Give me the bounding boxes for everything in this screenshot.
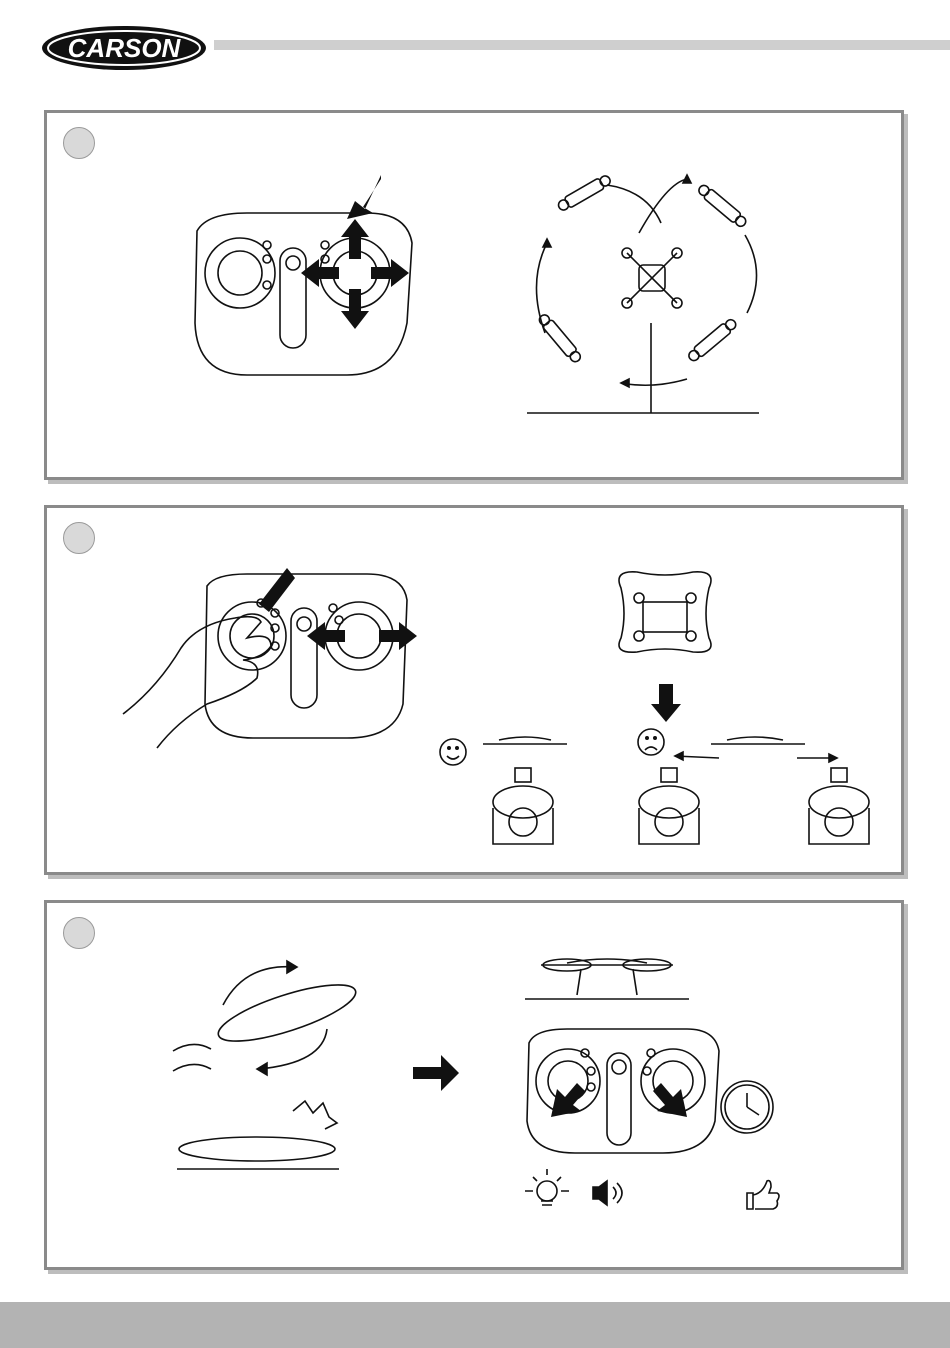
controller-illustration [527, 1029, 719, 1153]
drone-top-view [619, 572, 711, 652]
drones-and-pilots [483, 737, 869, 844]
trim-arrows [259, 568, 681, 722]
clock-icon [721, 1081, 773, 1133]
trim-illustration [47, 508, 901, 872]
face-icons [440, 729, 664, 765]
panel-calibration [44, 900, 904, 1270]
thumbs-up-icon [747, 1181, 779, 1209]
header-bar [214, 40, 950, 50]
next-arrow [413, 1055, 459, 1091]
flip-diagram [527, 173, 759, 413]
hand-illustration [123, 617, 271, 748]
panel-flip [44, 110, 904, 480]
direction-arrows [301, 175, 409, 329]
footer-bar [0, 1302, 950, 1348]
stick-down-arrows [551, 1083, 687, 1117]
sad-face-icon [638, 729, 664, 755]
flip-illustration [47, 113, 901, 477]
panel-trim [44, 505, 904, 875]
carson-logo: CARSON [40, 24, 210, 72]
crash-illustration [173, 961, 361, 1169]
speaker-icon [593, 1181, 622, 1205]
controller-illustration [195, 213, 412, 375]
calibration-illustration [47, 903, 901, 1267]
drone-on-ground [525, 959, 689, 999]
controller-illustration [205, 574, 407, 738]
logo-text: CARSON [68, 33, 182, 63]
happy-face-icon [440, 739, 466, 765]
light-icon [525, 1169, 569, 1205]
